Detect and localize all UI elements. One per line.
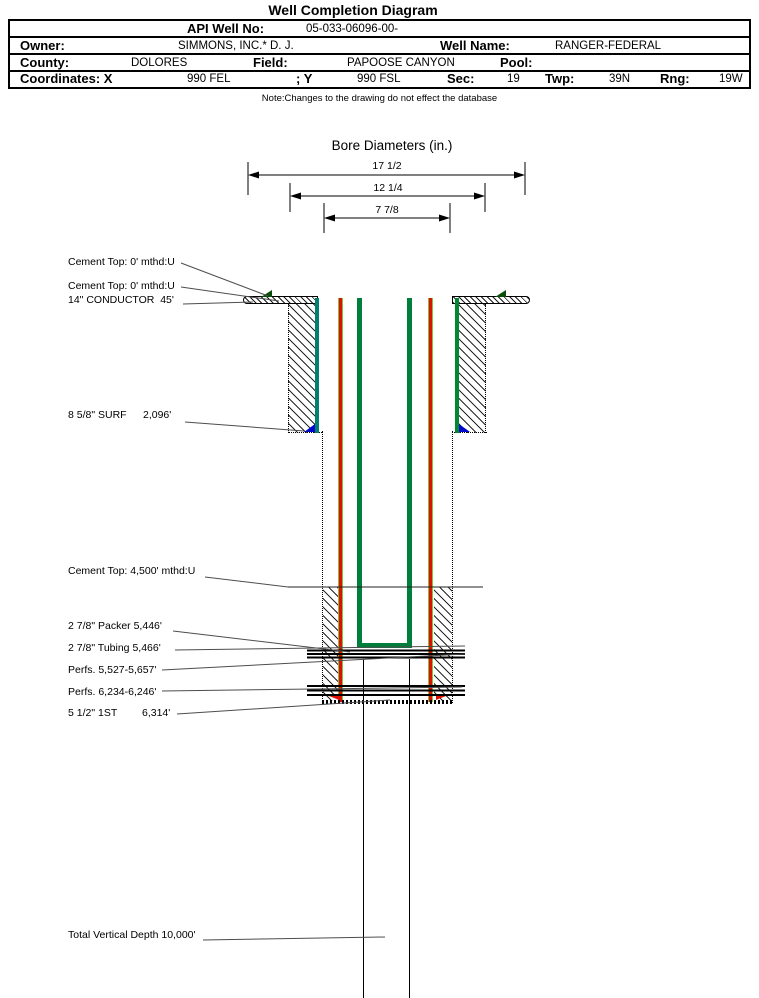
label-first-casing-depth: 6,314' (142, 707, 171, 719)
leader-surface-casing (184, 421, 305, 432)
well-name-value: RANGER-FEDERAL (555, 40, 662, 52)
api-well-no-label: API Well No: (187, 21, 265, 36)
lower-cement-column-right (434, 587, 452, 701)
table-row-owner: Owner: SIMMONS, INC.* D. J. Well Name: R… (10, 38, 749, 55)
bore-diameter-7-7-8: 7 7/8 (375, 204, 399, 216)
label-cement-top-4500: Cement Top: 4,500' mthd:U (68, 565, 196, 577)
page-title: Well Completion Diagram (268, 2, 438, 18)
surface-cement-column-right (459, 304, 486, 433)
bore-diameter-17-1-2: 17 1/2 (372, 160, 402, 172)
table-row-county: County: DOLORES Field: PAPOOSE CANYON Po… (10, 55, 749, 72)
sec-label: Sec: (447, 71, 475, 86)
owner-label: Owner: (20, 38, 65, 53)
leader-tubing (174, 645, 466, 651)
leader-total-depth (202, 936, 386, 941)
owner-value: SIMMONS, INC.* D. J. (178, 40, 294, 52)
tubing-bottom (357, 643, 412, 648)
label-surface-casing-depth: 2,096' (143, 409, 172, 421)
twp-label: Twp: (545, 71, 575, 86)
coordinates-y-label: ; Y (296, 71, 313, 86)
tubing-left (357, 298, 362, 648)
label-surface-casing: 8 5/8" SURF (68, 409, 127, 421)
label-cement-top-1: Cement Top: 0' mthd:U (68, 256, 175, 268)
surface-casing-wall-left (315, 298, 319, 433)
table-row-coordinates: Coordinates: X 990 FEL ; Y 990 FSL Sec: … (10, 72, 749, 87)
cement-top-marker-left-icon (261, 290, 272, 297)
label-tubing: 2 7/8" Tubing 5,466' (68, 642, 161, 654)
open-hole-wall-right (409, 659, 410, 998)
production-casing-right (428, 298, 433, 702)
tubing-right (407, 298, 412, 648)
lower-cement-column-left (323, 587, 338, 701)
borehole-wall-left (322, 431, 323, 703)
surface-shoe-marker-left-icon (304, 424, 315, 432)
field-label: Field: (253, 55, 288, 70)
conductor-bar-left (243, 296, 318, 304)
county-label: County: (20, 55, 70, 70)
twp-value: 39N (609, 73, 631, 85)
sec-value: 19 (507, 73, 520, 85)
leader-cement-top-1 (180, 262, 269, 297)
casing-shoe-marker-right-icon (436, 694, 451, 700)
table-row-api: API Well No: 05-033-06096-00- (10, 21, 749, 38)
leader-perfs-2 (161, 686, 463, 692)
borehole-bottom-band (322, 700, 453, 704)
leader-conductor (182, 301, 254, 305)
coordinates-label: Coordinates: X (20, 71, 113, 86)
label-packer: 2 7/8" Packer 5,446' (68, 620, 162, 632)
shoe-step-right (452, 432, 487, 433)
production-casing-left (338, 298, 343, 702)
label-first-casing: 5 1/2" 1ST (68, 707, 118, 719)
database-note: Note:Changes to the drawing do not effec… (261, 93, 498, 104)
leader-perfs-1 (161, 653, 466, 671)
pool-label: Pool: (500, 55, 533, 70)
header-table: API Well No: 05-033-06096-00- Owner: SIM… (8, 19, 751, 89)
label-perfs-2: Perfs. 6,234-6,246' (68, 686, 157, 698)
well-name-label: Well Name: (440, 38, 510, 53)
conductor-bar-right (452, 296, 530, 304)
borehole-wall-right (452, 431, 453, 703)
surface-casing-wall-right (455, 298, 459, 433)
casing-shoe-marker-left-icon (324, 694, 339, 700)
open-hole-wall-left (363, 659, 364, 998)
rng-value: 19W (719, 73, 743, 85)
label-perfs-1: Perfs. 5,527-5,657' (68, 664, 157, 676)
api-well-no-value: 05-033-06096-00- (306, 23, 399, 35)
label-conductor: 14" CONDUCTOR 45' (68, 294, 174, 306)
label-total-depth: Total Vertical Depth 10,000' (68, 929, 196, 941)
surface-cement-column-left (288, 304, 315, 433)
county-value: DOLORES (131, 57, 188, 69)
leader-cement-top-4500 (204, 576, 289, 588)
cement-top-marker-right-icon (495, 290, 506, 297)
label-cement-top-2: Cement Top: 0' mthd:U (68, 280, 175, 292)
surface-shoe-marker-right-icon (459, 424, 470, 432)
field-value: PAPOOSE CANYON (347, 57, 455, 69)
shoe-step-left (288, 432, 322, 433)
coordinates-x-value: 990 FEL (187, 73, 231, 85)
bore-diameters-title: Bore Diameters (in.) (331, 138, 453, 153)
coordinates-y-value: 990 FSL (357, 73, 401, 85)
rng-label: Rng: (660, 71, 690, 86)
bore-diameter-12-1-4: 12 1/4 (373, 182, 403, 194)
